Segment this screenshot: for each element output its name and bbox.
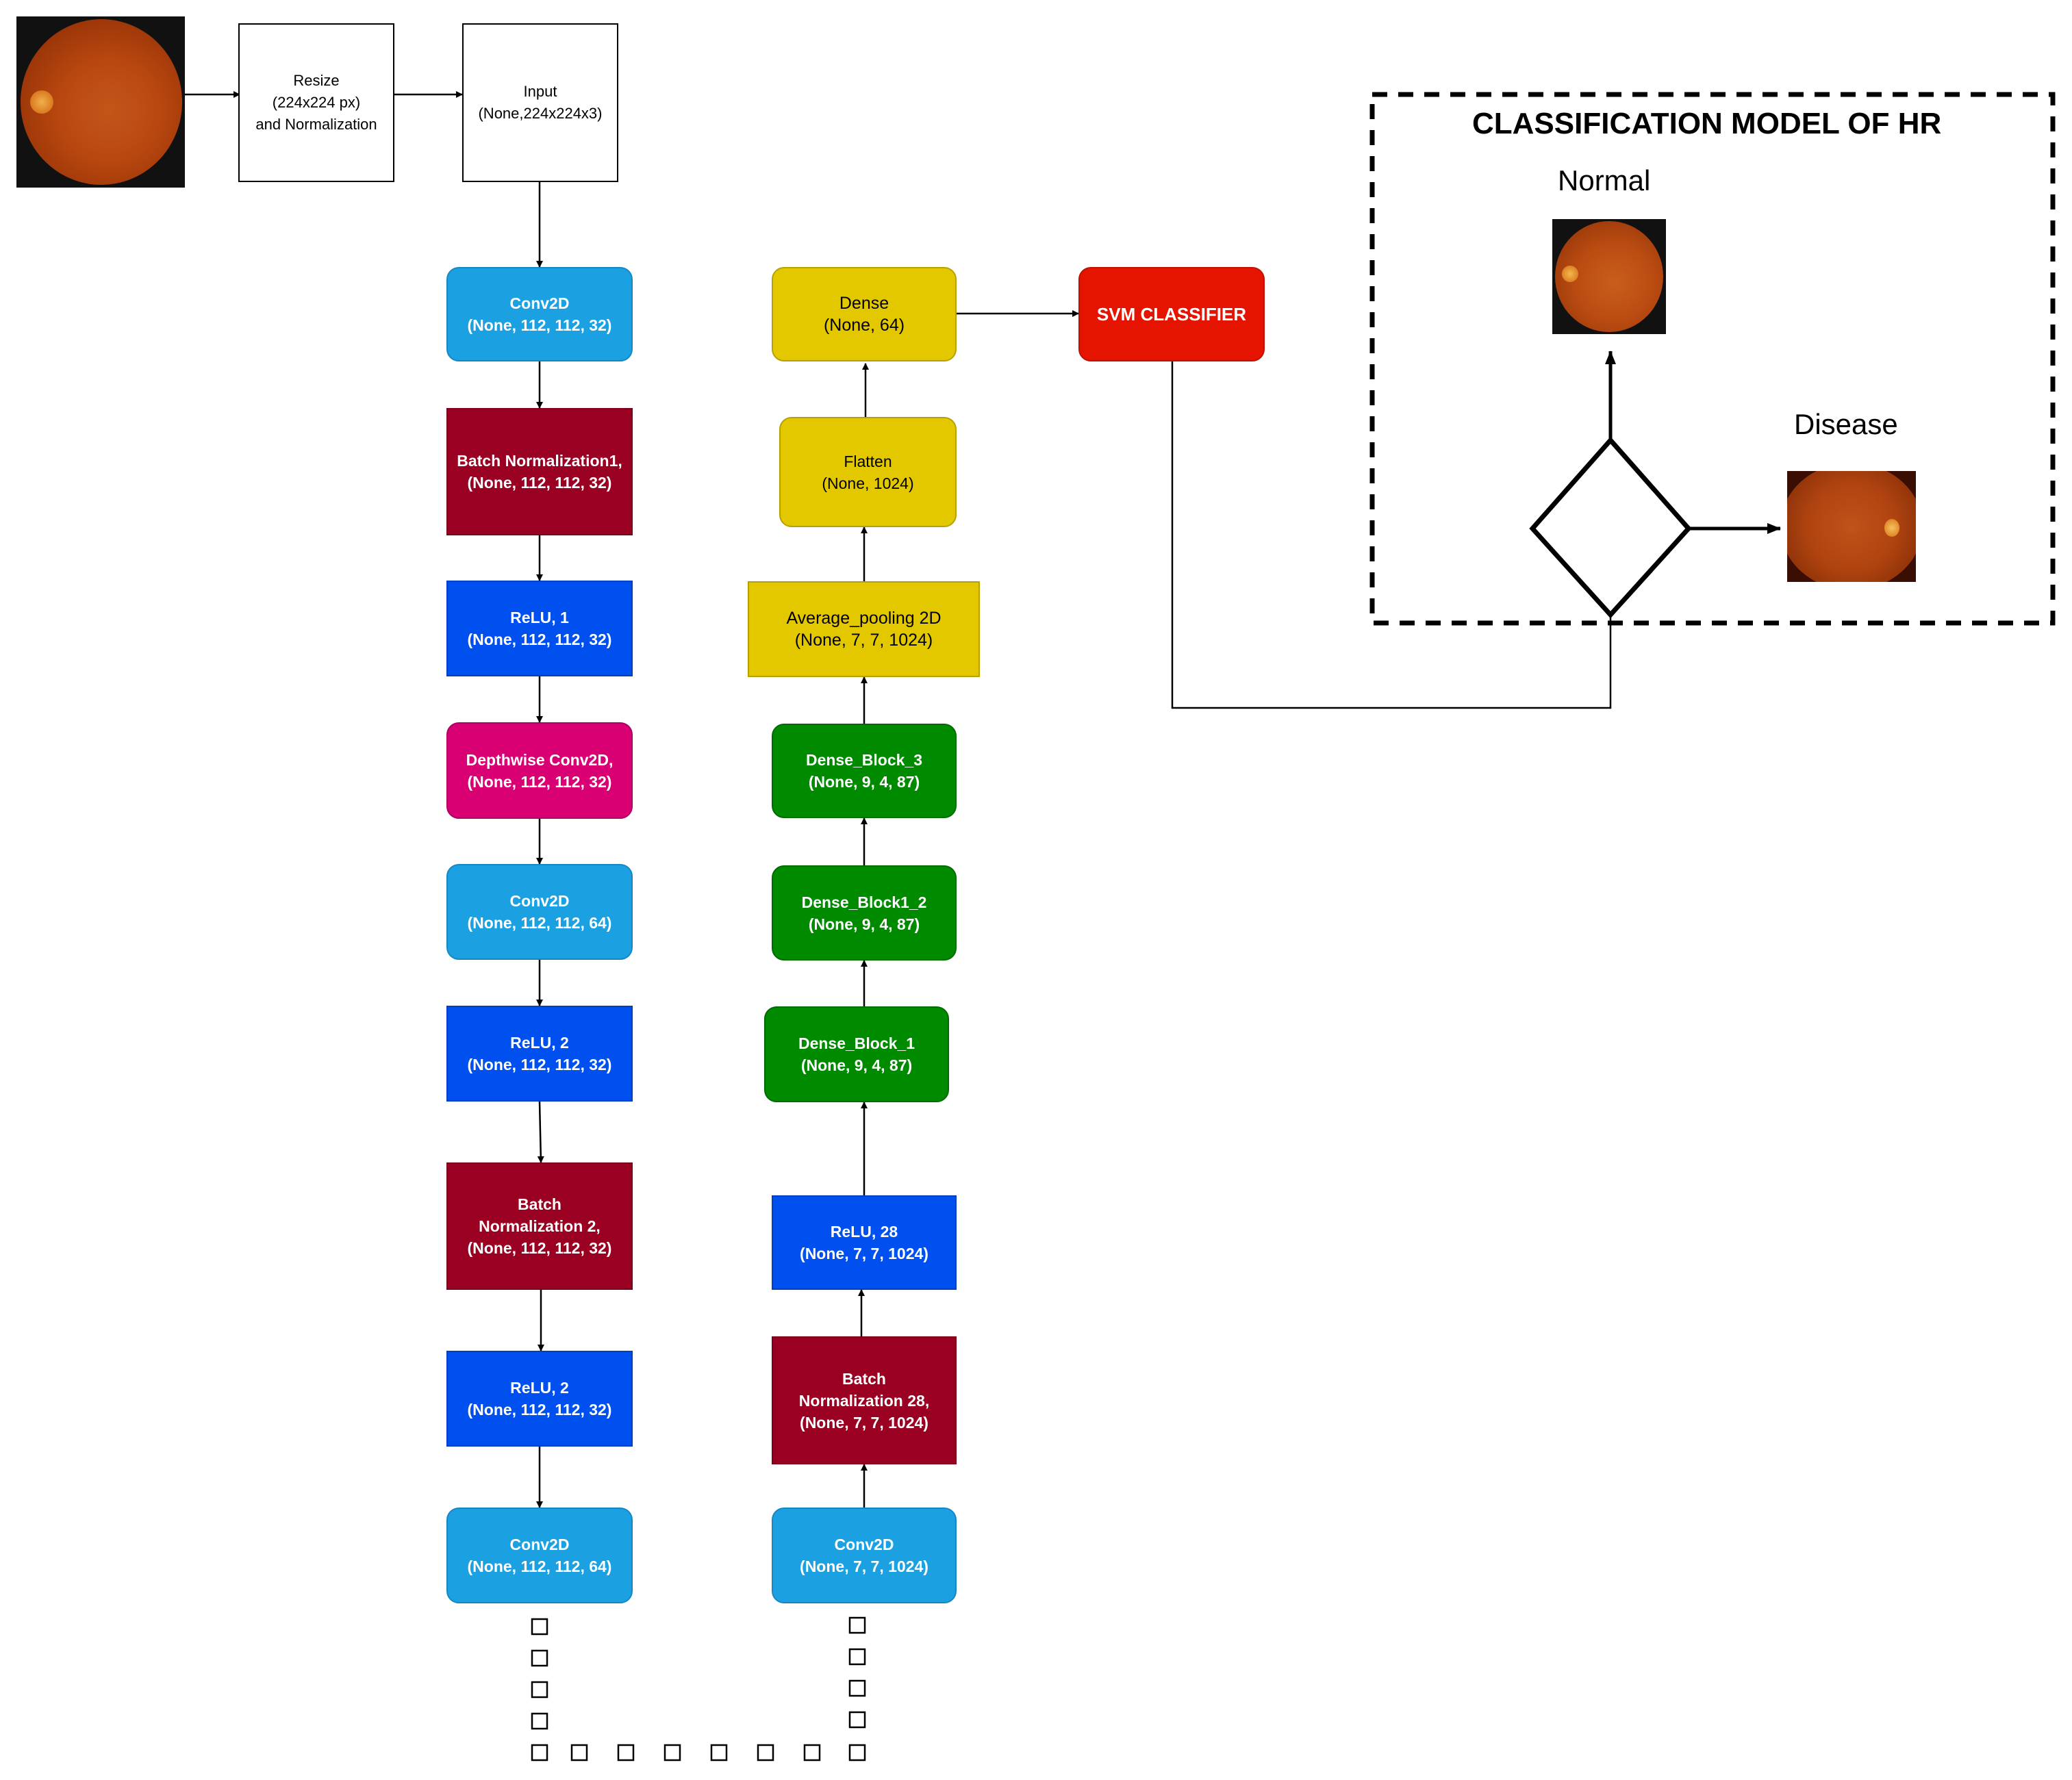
layer-name: Batch — [842, 1369, 886, 1388]
layer-shape: (None, 7, 7, 1024) — [800, 1413, 928, 1432]
layer-shape: (None, 112, 112, 32) — [467, 474, 612, 492]
layer-relu-28: ReLU, 28 (None, 7, 7, 1024) — [772, 1195, 957, 1290]
ellipsis-dot — [848, 1679, 866, 1697]
layer-name: Batch — [518, 1195, 561, 1213]
ellipsis-dot — [803, 1744, 821, 1762]
layer-shape: (None, 112, 112, 64) — [467, 914, 612, 932]
disease-fundus-image — [1787, 471, 1916, 582]
ellipsis-dot — [617, 1744, 635, 1762]
layer-conv2d-1024: Conv2D (None, 7, 7, 1024) — [772, 1508, 957, 1603]
decision-diamond — [1529, 436, 1692, 619]
resize-normalization-label: and Normalization — [255, 116, 377, 133]
left-column-arrows — [536, 361, 544, 1508]
layer-name: Batch Normalization1, — [457, 452, 622, 470]
right-column-arrows — [858, 363, 869, 1508]
ellipsis-dot — [531, 1618, 548, 1636]
layer-shape: (None, 64) — [823, 316, 905, 335]
layer-batch-norm-2: Batch Normalization 2, (None, 112, 112, … — [446, 1162, 633, 1290]
disease-label: Disease — [1794, 408, 1898, 440]
layer-name: Conv2D — [509, 294, 570, 312]
layer-shape: (None, 9, 4, 87) — [800, 1056, 913, 1074]
ellipsis-dot — [710, 1744, 728, 1762]
ellipsis-dot — [531, 1681, 548, 1699]
layer-name: Dense — [839, 294, 889, 313]
ellipsis-dot — [848, 1711, 866, 1729]
layer-shape: (None, 112, 112, 32) — [467, 631, 612, 648]
layer-shape: (None, 112, 112, 32) — [467, 1056, 612, 1073]
layer-shape: (None, 112, 112, 32) — [467, 316, 612, 334]
ellipsis-dot — [848, 1616, 866, 1634]
layer-batch-norm-28: Batch Normalization 28, (None, 7, 7, 102… — [772, 1336, 957, 1464]
layer-name: ReLU, 1 — [510, 609, 569, 626]
layer-name: Flatten — [844, 452, 892, 470]
layer-name-cont: Normalization 28, — [798, 1391, 930, 1410]
layer-shape: (None, 7, 7, 1024) — [800, 1245, 928, 1262]
layer-relu-1: ReLU, 1 (None, 112, 112, 32) — [446, 581, 633, 676]
input-fundus-image — [16, 16, 185, 188]
layer-shape: (None, 112, 112, 32) — [467, 1401, 612, 1419]
layer-name: Conv2D — [834, 1536, 894, 1553]
layer-name: ReLU, 2 — [510, 1379, 569, 1397]
layer-depthwise-conv2d: Depthwise Conv2D, (None, 112, 112, 32) — [446, 722, 633, 819]
ellipsis-dot — [848, 1648, 866, 1666]
ellipsis-dot — [848, 1744, 866, 1762]
layer-name: ReLU, 2 — [510, 1034, 569, 1052]
layer-shape: (None, 9, 4, 87) — [808, 773, 920, 791]
ellipsis-dots — [531, 1616, 866, 1762]
layer-dense-block-3: Dense_Block_3 (None, 9, 4, 87) — [772, 724, 957, 818]
layer-dense-block-1-2: Dense_Block1_2 (None, 9, 4, 87) — [772, 865, 957, 961]
layer-relu-2a: ReLU, 2 (None, 112, 112, 32) — [446, 1006, 633, 1102]
input-label: Input — [523, 83, 557, 100]
ellipsis-dot — [664, 1744, 681, 1762]
resize-box: Resize (224x224 px) and Normalization — [238, 23, 394, 182]
layer-shape: (None, 112, 112, 64) — [467, 1558, 612, 1575]
ellipsis-dot — [531, 1649, 548, 1667]
layer-name: Conv2D — [509, 892, 570, 910]
layer-name: Dense_Block_1 — [798, 1034, 915, 1052]
layer-shape: (None, 112, 112, 32) — [467, 772, 612, 791]
input-box: Input (None,224x224x3) — [462, 23, 618, 182]
layer-batch-norm-1: Batch Normalization1, (None, 112, 112, 3… — [446, 408, 633, 535]
ellipsis-dot — [531, 1744, 548, 1762]
resize-label: Resize — [293, 72, 340, 89]
svm-to-decision-connector — [1171, 361, 1612, 709]
layer-dense-64: Dense (None, 64) — [772, 267, 957, 361]
ellipsis-dot — [570, 1744, 588, 1762]
classification-region — [1369, 92, 2056, 626]
layer-shape: (None, 112, 112, 32) — [467, 1239, 612, 1257]
normal-fundus-image — [1552, 219, 1666, 334]
layer-name-cont: Normalization 2, — [479, 1217, 601, 1235]
svm-classifier: SVM CLASSIFIER — [1078, 267, 1265, 361]
classification-title: CLASSIFICATION MODEL OF HR — [1472, 107, 1942, 140]
layer-relu-2b: ReLU, 2 (None, 112, 112, 32) — [446, 1351, 633, 1447]
layer-name: Conv2D — [509, 1536, 570, 1553]
layer-conv2d-3: Conv2D (None, 112, 112, 64) — [446, 1508, 633, 1603]
ellipsis-dot — [531, 1712, 548, 1730]
normal-label: Normal — [1558, 164, 1651, 196]
layer-average-pooling: Average_pooling 2D (None, 7, 7, 1024) — [748, 581, 980, 677]
layer-dense-block-1: Dense_Block_1 (None, 9, 4, 87) — [764, 1006, 949, 1102]
resize-size-label: (224x224 px) — [272, 94, 361, 111]
layer-flatten: Flatten (None, 1024) — [779, 417, 957, 527]
layer-shape: (None, 7, 7, 1024) — [794, 631, 933, 650]
layer-conv2d-2: Conv2D (None, 112, 112, 64) — [446, 864, 633, 960]
layer-shape: (None, 1024) — [822, 474, 914, 492]
layer-name: ReLU, 28 — [830, 1223, 898, 1241]
layer-conv2d-1: Conv2D (None, 112, 112, 32) — [446, 267, 633, 361]
layer-shape: (None, 9, 4, 87) — [808, 915, 920, 933]
layer-name: Dense_Block_3 — [805, 751, 923, 769]
layer-name: Average_pooling 2D — [786, 609, 942, 628]
layer-name: Depthwise Conv2D, — [466, 750, 614, 769]
input-shape-label: (None,224x224x3) — [478, 105, 603, 122]
layer-name: Dense_Block1_2 — [801, 893, 927, 911]
layer-shape: (None, 7, 7, 1024) — [800, 1558, 928, 1575]
ellipsis-dot — [757, 1744, 774, 1762]
svm-label: SVM CLASSIFIER — [1096, 304, 1247, 325]
